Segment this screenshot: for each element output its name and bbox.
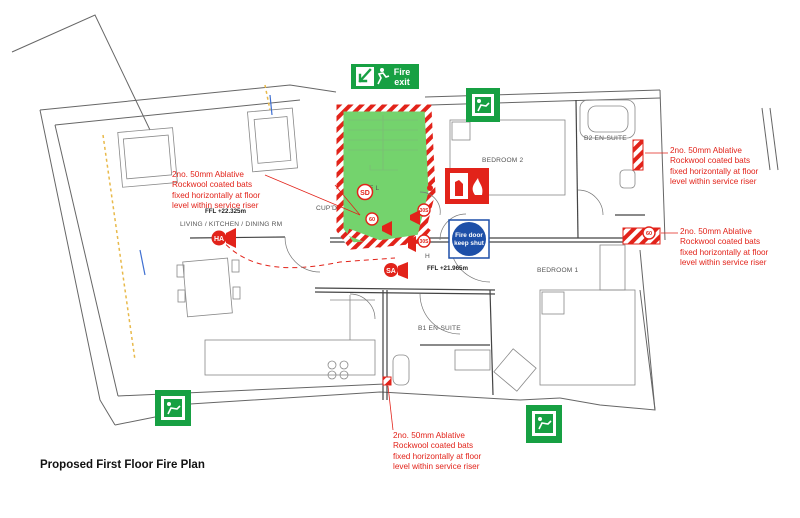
fire-door-rating-4: 60 [642,226,656,240]
smoke-detector: SD [356,183,374,201]
bedroom-furniture [392,99,636,392]
fire-door-sign: Fire door keep shut [448,219,490,259]
fire-exit-line1: Fire [394,67,411,77]
heat-alarm-label: HA [214,236,224,243]
room-b1-ensuite: B1 EN-SUITE [418,325,461,332]
fire-door-rating-2: 30S [417,203,431,217]
note-riser-right-top: 2no. 50mm Ablative Rockwool coated bats … [670,146,759,187]
exit-door-sign-top [466,88,500,122]
fire-exit-sign: Fire exit [351,64,419,89]
room-cupd: CUP'D [316,205,337,212]
heat-alarm: HA [211,228,236,248]
blue-markers [139,94,273,276]
note-riser-left: 2no. 50mm Ablative Rockwool coated bats … [172,170,261,211]
exit-door-icon [538,420,552,430]
riser-leader [334,184,361,216]
fire-door-markers [382,185,433,252]
note-leaders [264,152,678,431]
smoke-detector-label: SD [360,190,370,197]
fd-rating-label: 30S [420,208,430,214]
fd-rating-label: 60 [646,231,652,237]
exit-door-icon [477,102,490,112]
riser-b2-ensuite [632,139,644,171]
sounder-icon [226,228,236,248]
level-living: FFL +22.325m [205,208,246,215]
living-furniture [117,107,376,380]
protected-stair [336,104,436,250]
fire-door-rating-1: 60 [365,212,379,226]
sounder-alarm-label: SA [386,268,396,275]
note-riser-bottom: 2no. 50mm Ablative Rockwool coated bats … [393,431,482,472]
note-riser-right-mid: 2no. 50mm Ablative Rockwool coated bats … [680,227,769,268]
room-living: LIVING / KITCHEN / DINING RM [180,221,282,228]
fire-door-line1: Fire door [455,232,483,239]
room-hall: H [425,253,430,260]
room-b2-ensuite: B2 EN-SUITE [584,135,627,142]
riser-b1-ensuite [382,376,392,386]
exit-door-sign-left [155,390,191,426]
sounder-icon [398,262,408,279]
exit-door-sign-right [526,405,562,443]
level-hall: FFL +21.965m [427,265,468,272]
fire-door-line2: keep shut [454,240,485,247]
sounder-alarm: SA [384,262,408,279]
fire-alarm-sign [445,168,489,204]
room-bedroom2: BEDROOM 2 [482,157,524,164]
room-bedroom1: BEDROOM 1 [537,267,579,274]
fire-exit-line2: exit [394,77,410,87]
fd-rating-label: 30S [420,239,430,245]
structure-dashes [102,84,271,361]
fire-door-rating-3: 30S [417,234,431,248]
plan-caption: Proposed First Floor Fire Plan [40,459,205,471]
exit-door-icon [167,405,181,415]
running-man-icon [377,68,390,85]
flame-icon [472,178,483,195]
fd-rating-label: 60 [369,217,375,223]
